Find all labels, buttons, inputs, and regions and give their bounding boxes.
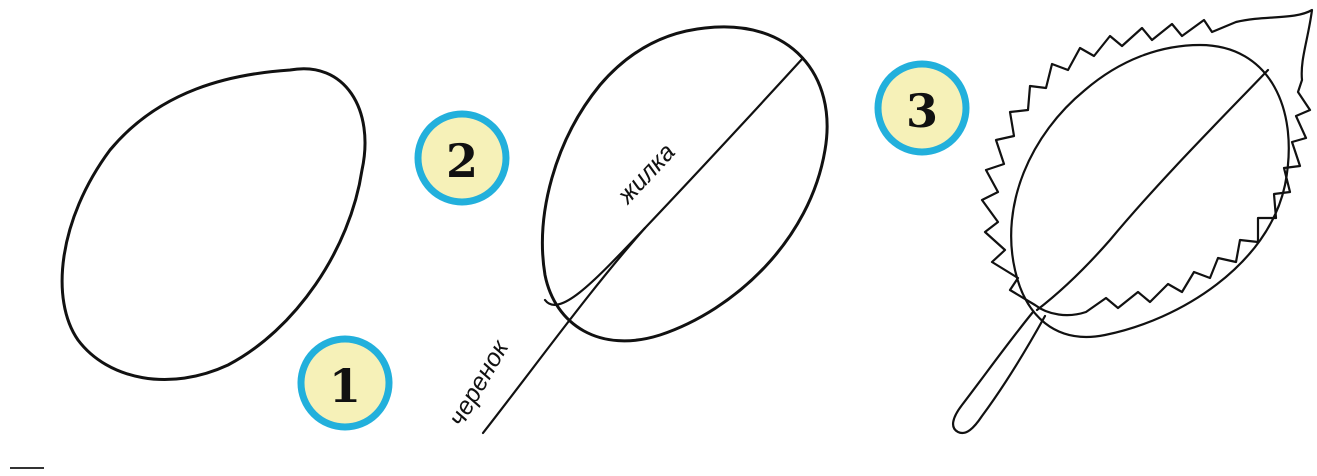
step-3-petiole — [953, 312, 1045, 433]
step-2-stem-line — [483, 228, 645, 433]
step-3-midrib — [1037, 70, 1268, 310]
step-2-badge: 2 — [418, 114, 506, 202]
step-3-inner-oval — [1011, 45, 1289, 337]
step-3-badge: 3 — [878, 64, 966, 152]
step-2-oval-outline — [542, 27, 827, 341]
step-2-leaf-group: жилка черенок — [443, 27, 827, 433]
step-2-badge-number: 2 — [446, 134, 478, 188]
step-2-vein-label: жилка — [611, 138, 681, 210]
step-1-badge-number: 1 — [329, 359, 361, 413]
step-3-badge-number: 3 — [906, 84, 938, 138]
step-1-oval-outline — [62, 69, 365, 380]
step-2-stem-label: черенок — [443, 334, 515, 431]
step-1-badge: 1 — [301, 339, 389, 427]
step-3-serrated-outline — [982, 10, 1312, 315]
step-1-oval-group — [62, 69, 365, 380]
step-3-leaf-group — [953, 10, 1312, 433]
